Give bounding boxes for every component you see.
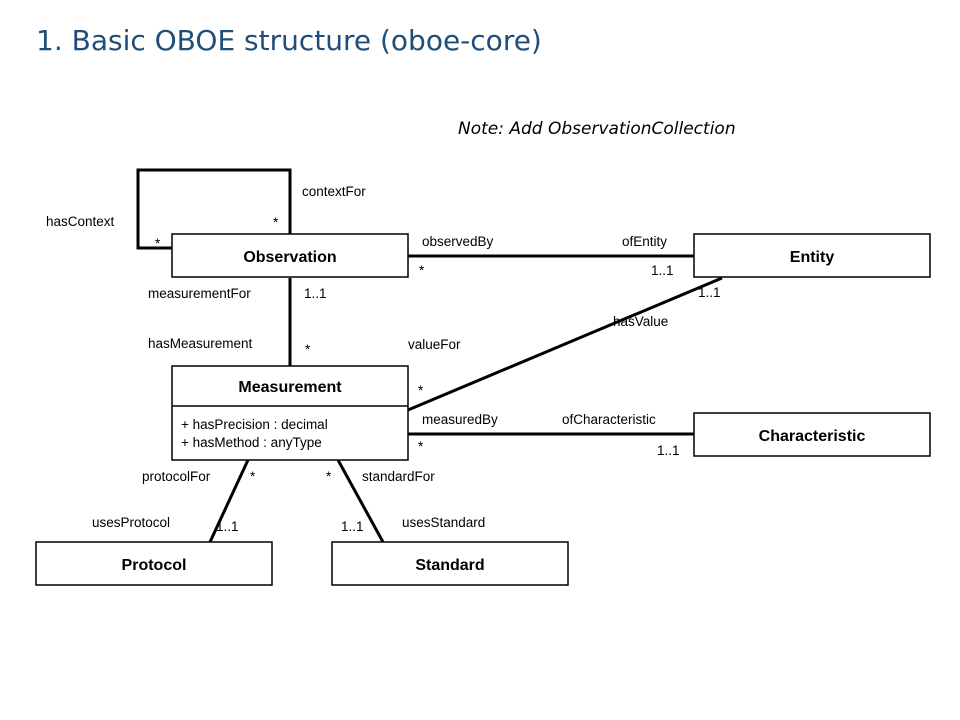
- protocol-class-name: Protocol: [122, 557, 187, 574]
- mult-observed-by-observation: *: [419, 263, 425, 278]
- entity-box: [693, 233, 931, 278]
- note-text: Note: Add ObservationCollection: [458, 119, 736, 139]
- standard-class-name: Standard: [415, 557, 484, 574]
- assoc-value-for-line: [407, 276, 723, 412]
- role-has-value: hasValue: [613, 314, 668, 329]
- role-has-measurement: hasMeasurement: [148, 336, 253, 351]
- mult-measurement-for-observation: 1..1: [304, 286, 327, 301]
- measurement-class-name: Measurement: [238, 379, 342, 396]
- role-protocol-for: protocolFor: [142, 469, 211, 484]
- protocol-box: [35, 541, 273, 586]
- mult-observed-by-entity: 1..1: [651, 263, 674, 278]
- assoc-context-line: [136, 168, 292, 250]
- role-measured-by: measuredBy: [422, 412, 498, 427]
- measurement-box: [171, 365, 409, 461]
- slide-title: 1. Basic OBOE structure (oboe-core): [36, 24, 542, 57]
- mult-protocol-protocol: 1..1: [216, 519, 239, 534]
- role-value-for: valueFor: [408, 337, 461, 352]
- mult-standard-standard: 1..1: [341, 519, 364, 534]
- mult-measured-by-measurement: *: [418, 439, 424, 454]
- role-of-characteristic: ofCharacteristic: [562, 412, 656, 427]
- attribute-has-precision: + hasPrecision : decimal: [181, 417, 328, 432]
- attribute-has-method: + hasMethod : anyType: [181, 435, 322, 450]
- role-uses-protocol: usesProtocol: [92, 515, 170, 530]
- role-measurement-for: measurementFor: [148, 286, 251, 301]
- role-standard-for: standardFor: [362, 469, 435, 484]
- entity-class-name: Entity: [790, 249, 835, 266]
- role-of-entity: ofEntity: [622, 234, 667, 249]
- observation-class-name: Observation: [243, 249, 336, 266]
- assoc-protocol-line: [208, 459, 250, 543]
- mult-context-left: *: [155, 236, 161, 251]
- mult-measurement-for-measurement: *: [305, 342, 311, 357]
- mult-standard-measurement: *: [326, 469, 332, 484]
- mult-measured-by-characteristic: 1..1: [657, 443, 680, 458]
- standard-box: [331, 541, 569, 586]
- characteristic-box: [693, 412, 931, 457]
- role-has-context: hasContext: [46, 214, 115, 229]
- mult-value-for-measurement: *: [418, 383, 424, 398]
- role-context-for: contextFor: [302, 184, 366, 199]
- mult-protocol-measurement: *: [250, 469, 256, 484]
- assoc-standard-line: [336, 459, 385, 543]
- role-uses-standard: usesStandard: [402, 515, 485, 530]
- characteristic-class-name: Characteristic: [759, 428, 866, 445]
- observation-box: [171, 233, 409, 278]
- mult-context-top: *: [273, 215, 279, 230]
- mult-value-for-entity: 1..1: [698, 285, 721, 300]
- role-observed-by: observedBy: [422, 234, 494, 249]
